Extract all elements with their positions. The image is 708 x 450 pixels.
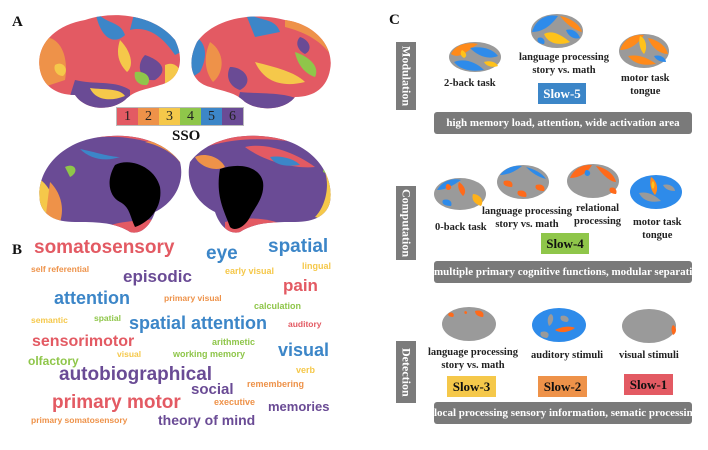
- task-label: motor task: [633, 217, 682, 228]
- word-attention: attention: [54, 288, 130, 308]
- panel-b-label: B: [12, 242, 23, 258]
- word-visual-small: visual: [117, 349, 142, 359]
- brain-visual-stimuli: [622, 309, 676, 343]
- legend-swatch-5: 5: [201, 108, 222, 125]
- word-olfactory: olfactory: [28, 354, 79, 368]
- word-executive: executive: [214, 397, 256, 407]
- word-spatial: spatial: [268, 236, 329, 257]
- word-eye: eye: [206, 243, 238, 264]
- word-sensorimotor: sensorimotor: [32, 333, 135, 350]
- word-theory-of-mind: theory of mind: [158, 412, 256, 428]
- task-sublabel: processing: [574, 215, 622, 227]
- word-somatosensory: somatosensory: [34, 237, 175, 258]
- task-label: auditory stimuli: [531, 350, 604, 361]
- task-label: language processing: [519, 52, 609, 63]
- legend-swatch-1: 1: [117, 108, 138, 125]
- word-memories: memories: [268, 399, 330, 414]
- brain-lateral-right: [191, 16, 331, 109]
- word-verb: verb: [296, 365, 316, 375]
- task-label: 0-back task: [435, 222, 487, 233]
- band-slow-4: Slow-4: [541, 233, 589, 254]
- word-episodic: episodic: [123, 267, 192, 286]
- band-slow-1: Slow-1: [624, 374, 673, 395]
- task-label: language processing: [482, 206, 572, 217]
- task-sublabel: tongue: [642, 229, 673, 241]
- word-semantic: semantic: [31, 315, 68, 325]
- task-label: relational: [576, 203, 620, 214]
- brain-0back-task: [434, 178, 486, 210]
- task-label: motor task: [621, 73, 670, 84]
- brain-medial-right: [188, 135, 331, 233]
- task-sublabel: story vs. math: [441, 359, 505, 371]
- task-label: 2-back task: [444, 78, 496, 89]
- task-2back: 2-back task: [444, 78, 496, 91]
- legend-swatch-6: 6: [222, 108, 243, 125]
- word-social: social: [191, 381, 234, 398]
- word-early-visual: early visual: [225, 266, 275, 276]
- word-auditory: auditory: [288, 319, 322, 329]
- summary-computation: multiple primary cognitive functions, mo…: [434, 261, 704, 283]
- task-motor-tongue: motor task tongue: [633, 217, 682, 242]
- brain-language-processing-slow5: [531, 14, 583, 48]
- word-primary-motor: primary motor: [52, 392, 181, 413]
- task-visual-stimuli: visual stimuli: [619, 350, 679, 363]
- task-0back: 0-back task: [435, 222, 487, 235]
- legend-title: SSO: [172, 128, 201, 144]
- word-lingual: lingual: [302, 261, 331, 271]
- summary-modulation: high memory load, attention, wide activa…: [434, 112, 692, 134]
- task-motor-tongue: motor task tongue: [621, 73, 670, 98]
- word-autobiographical: autobiographical: [59, 364, 213, 385]
- band-slow-2: Slow-2: [538, 376, 587, 397]
- brain-relational-processing: [567, 164, 619, 198]
- category-modulation: Modulation: [396, 42, 416, 110]
- summary-detection: local processing sensory information, se…: [434, 402, 698, 424]
- task-language-processing: language processing story vs. math: [519, 52, 609, 77]
- word-primary-somatosensory: primary somatosensory: [31, 415, 128, 425]
- word-pain: pain: [283, 276, 318, 295]
- word-remembering: remembering: [247, 379, 305, 389]
- band-slow-3: Slow-3: [447, 376, 496, 397]
- task-language-processing: language processing story vs. math: [428, 347, 518, 372]
- sso-color-legend: 1 2 3 4 5 6: [116, 107, 244, 126]
- word-spatial-attention: spatial attention: [129, 313, 268, 333]
- brain-medial-left: [39, 135, 182, 233]
- task-sublabel: story vs. math: [495, 218, 559, 230]
- brain-motor-task-slow5: [619, 34, 669, 68]
- word-primary-visual: primary visual: [164, 293, 222, 303]
- brain-language-processing-slow4: [497, 165, 549, 199]
- brain-language-processing-slow3: [442, 307, 496, 341]
- legend-swatch-3: 3: [159, 108, 180, 125]
- task-sublabel: tongue: [630, 85, 661, 97]
- word-spatial-small: spatial: [94, 313, 121, 323]
- task-label: visual stimuli: [619, 350, 679, 361]
- brain-2back-task: [449, 42, 501, 72]
- legend-swatch-4: 4: [180, 108, 201, 125]
- task-auditory-stimuli: auditory stimuli: [531, 350, 603, 363]
- legend-swatch-2: 2: [138, 108, 159, 125]
- task-relational-processing: relational processing: [574, 203, 621, 228]
- category-detection: Detection: [396, 341, 416, 403]
- brain-auditory-stimuli: [532, 308, 586, 342]
- task-language-processing: language processing story vs. math: [482, 206, 572, 231]
- word-visual: visual: [278, 340, 330, 360]
- category-computation: Computation: [396, 186, 416, 260]
- brain-lateral-left: [39, 15, 180, 108]
- word-self-referential: self referential: [31, 264, 90, 274]
- word-arithmetic: arithmetic: [212, 337, 256, 347]
- task-label: language processing: [428, 347, 518, 358]
- brain-motor-task-slow4: [630, 175, 682, 209]
- panel-a-label: A: [12, 14, 23, 30]
- word-working-memory: working memory: [173, 349, 246, 359]
- panel-c-label: C: [389, 12, 400, 28]
- task-sublabel: story vs. math: [532, 64, 596, 76]
- word-calculation: calculation: [254, 301, 302, 311]
- band-slow-5: Slow-5: [538, 83, 586, 104]
